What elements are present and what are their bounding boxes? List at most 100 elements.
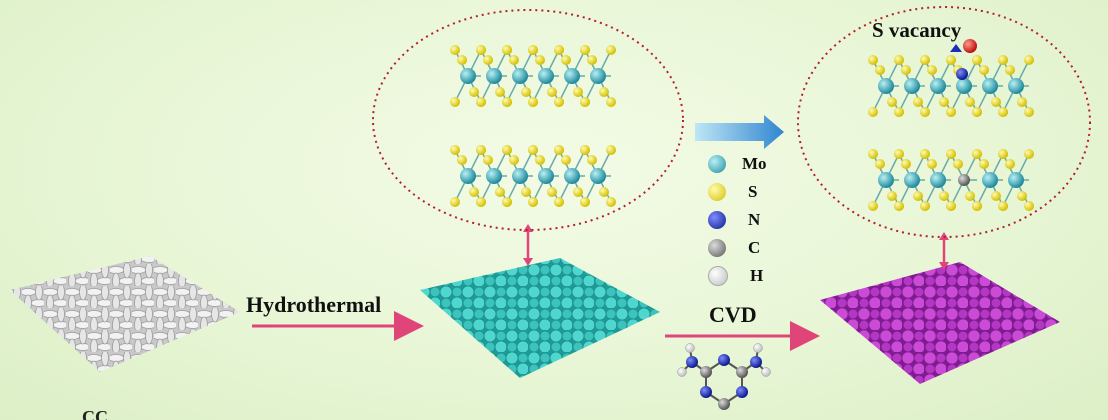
s-atom xyxy=(1017,191,1027,201)
s-atom xyxy=(991,97,1001,107)
s-atom xyxy=(580,197,590,207)
s-atom xyxy=(939,97,949,107)
mo-atom xyxy=(956,78,972,94)
s-atom xyxy=(587,155,597,165)
s-atom xyxy=(469,87,479,97)
s-atom xyxy=(998,149,1008,159)
s-atom xyxy=(521,187,531,197)
s-atom xyxy=(509,155,519,165)
mo-atom xyxy=(930,78,946,94)
s-atom xyxy=(1005,159,1015,169)
s-atom xyxy=(1024,149,1034,159)
s-atom xyxy=(953,159,963,169)
s-atom xyxy=(476,145,486,155)
s-atom xyxy=(1017,97,1027,107)
legend-item-h: H xyxy=(708,262,763,290)
s-atom xyxy=(939,191,949,201)
legend-item-n: N xyxy=(708,206,760,234)
s-atom xyxy=(554,145,564,155)
s-atom xyxy=(946,107,956,117)
s-atom xyxy=(561,55,571,65)
vacancy-pointer xyxy=(950,44,962,52)
mo-atom xyxy=(486,168,502,184)
s-atom xyxy=(913,97,923,107)
legend-label: N xyxy=(748,210,761,229)
s-atom xyxy=(573,187,583,197)
s-atom xyxy=(476,197,486,207)
s-atom xyxy=(580,45,590,55)
h-atom-icon xyxy=(708,266,728,286)
legend-label: H xyxy=(750,266,764,285)
mo-atom xyxy=(958,174,970,186)
s-atom xyxy=(875,159,885,169)
s-atom xyxy=(920,55,930,65)
carbon-cloth-mos2 xyxy=(420,258,660,378)
s-atom xyxy=(599,187,609,197)
s-atom xyxy=(972,55,982,65)
mo-atom xyxy=(590,168,606,184)
s-atom xyxy=(965,191,975,201)
s-atom xyxy=(502,97,512,107)
mo-atom xyxy=(1008,172,1024,188)
s-atom xyxy=(587,55,597,65)
s-atom xyxy=(606,97,616,107)
s-atom xyxy=(901,159,911,169)
s-atom xyxy=(868,201,878,211)
s-atom xyxy=(599,87,609,97)
s-atom xyxy=(450,145,460,155)
s-atom xyxy=(573,87,583,97)
s-atom xyxy=(502,45,512,55)
s-atom xyxy=(528,145,538,155)
mo-atom xyxy=(460,168,476,184)
s-atom xyxy=(495,187,505,197)
mo-atom xyxy=(460,68,476,84)
mo-atom xyxy=(538,68,554,84)
s-atom xyxy=(927,159,937,169)
s-atom xyxy=(450,97,460,107)
mo-atom xyxy=(982,78,998,94)
vacancy-red-atom xyxy=(963,39,977,53)
s-atom xyxy=(868,107,878,117)
s-atom xyxy=(894,107,904,117)
s-atom xyxy=(979,65,989,75)
s-atom xyxy=(528,197,538,207)
s-atom xyxy=(483,155,493,165)
legend-item-mo: Mo xyxy=(708,150,767,178)
s-atom xyxy=(547,87,557,97)
s-atom xyxy=(998,107,1008,117)
cc-caption: CC xyxy=(82,407,108,420)
s-atom xyxy=(580,145,590,155)
nitrogen-dopant-atom xyxy=(956,68,968,80)
s-atom xyxy=(476,97,486,107)
c-atom-icon xyxy=(708,239,726,257)
hydrothermal-label: Hydrothermal xyxy=(246,292,382,317)
legend-label: S xyxy=(748,182,758,201)
mo-atom xyxy=(486,68,502,84)
s-atom xyxy=(868,55,878,65)
s-atom xyxy=(606,145,616,155)
s-atom xyxy=(1005,65,1015,75)
s-atom xyxy=(476,45,486,55)
cvd-label: CVD xyxy=(709,302,757,327)
legend-item-s: S xyxy=(708,178,757,206)
s-atom xyxy=(920,107,930,117)
s-atom xyxy=(469,187,479,197)
s-atom xyxy=(927,65,937,75)
s-atom xyxy=(580,97,590,107)
s-atom xyxy=(946,201,956,211)
s-atom xyxy=(502,145,512,155)
s-atom xyxy=(901,65,911,75)
s-atom xyxy=(913,191,923,201)
s-atom xyxy=(972,201,982,211)
mo-atom xyxy=(904,78,920,94)
mo-atom xyxy=(564,68,580,84)
s-atom xyxy=(998,55,1008,65)
s-atom xyxy=(535,55,545,65)
s-atom xyxy=(972,107,982,117)
mo-atom xyxy=(512,168,528,184)
s-atom xyxy=(887,191,897,201)
mo-atom xyxy=(904,172,920,188)
zoom-circle-mos2 xyxy=(372,9,684,231)
